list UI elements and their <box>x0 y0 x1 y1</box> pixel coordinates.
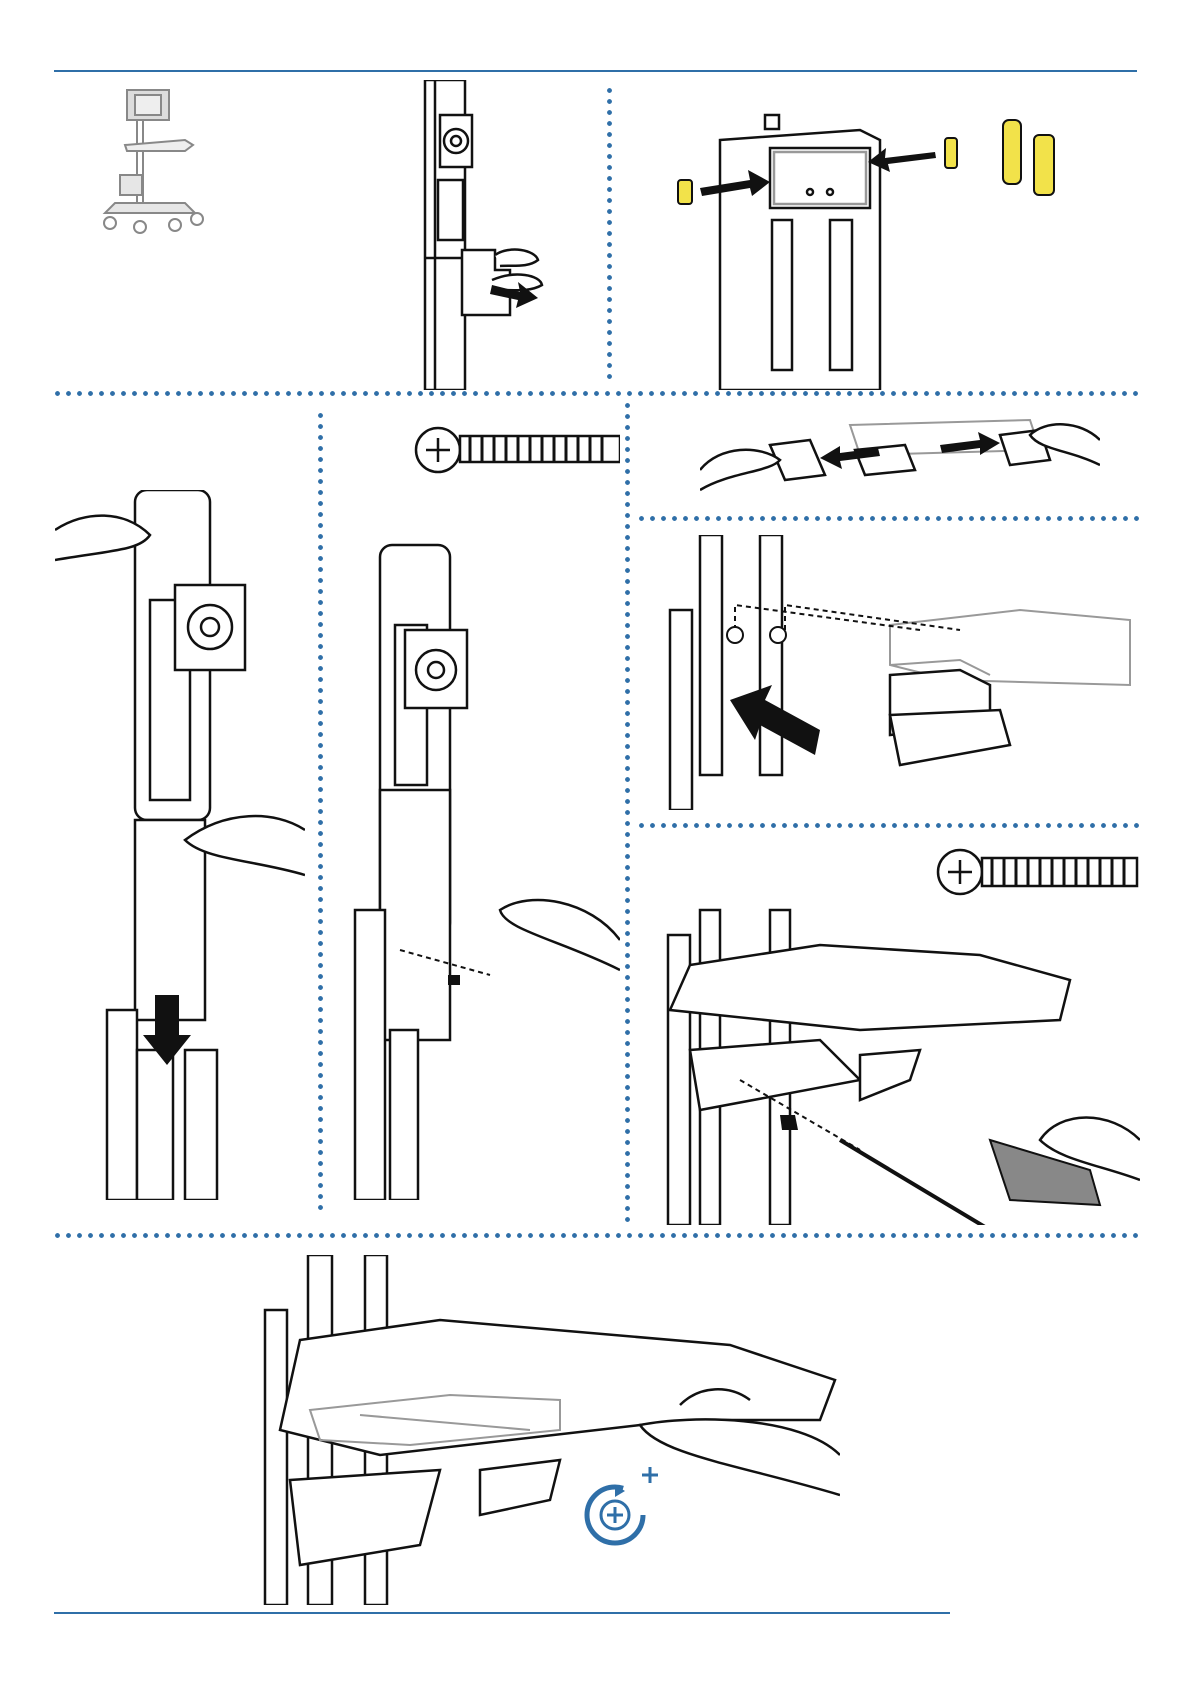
divider-right-mid <box>636 823 1142 828</box>
divider-right-top <box>636 516 1142 521</box>
step-fasten-shelf-screws <box>660 840 1140 1225</box>
step-remove-column-cover <box>420 80 600 390</box>
divider-row1 <box>607 85 612 385</box>
step-tighten-shelf <box>260 1255 840 1605</box>
cart-icon <box>85 85 215 240</box>
step-lower-upper-column <box>55 490 305 1200</box>
divider-row2-right <box>625 400 630 1225</box>
screw-icon <box>330 410 620 1200</box>
tighten-clockwise-icon <box>260 1255 840 1605</box>
screwdriver-icon <box>660 840 1140 1225</box>
double-arrow-icon <box>700 410 1100 510</box>
step-mount-shelf <box>660 535 1140 810</box>
bottom-rule <box>54 1612 950 1614</box>
step-insert-caps <box>660 100 1080 390</box>
top-rule <box>54 70 1137 72</box>
step-cart-overview <box>85 85 215 240</box>
divider-between-row1-row2 <box>52 391 1142 396</box>
step-adjust-shelf-bracket <box>700 410 1100 510</box>
divider-between-row2-row3 <box>52 1233 1142 1238</box>
divider-row2-left <box>318 410 323 1215</box>
arrow-icon <box>660 535 1140 810</box>
step-insert-column-screw <box>330 410 620 1200</box>
